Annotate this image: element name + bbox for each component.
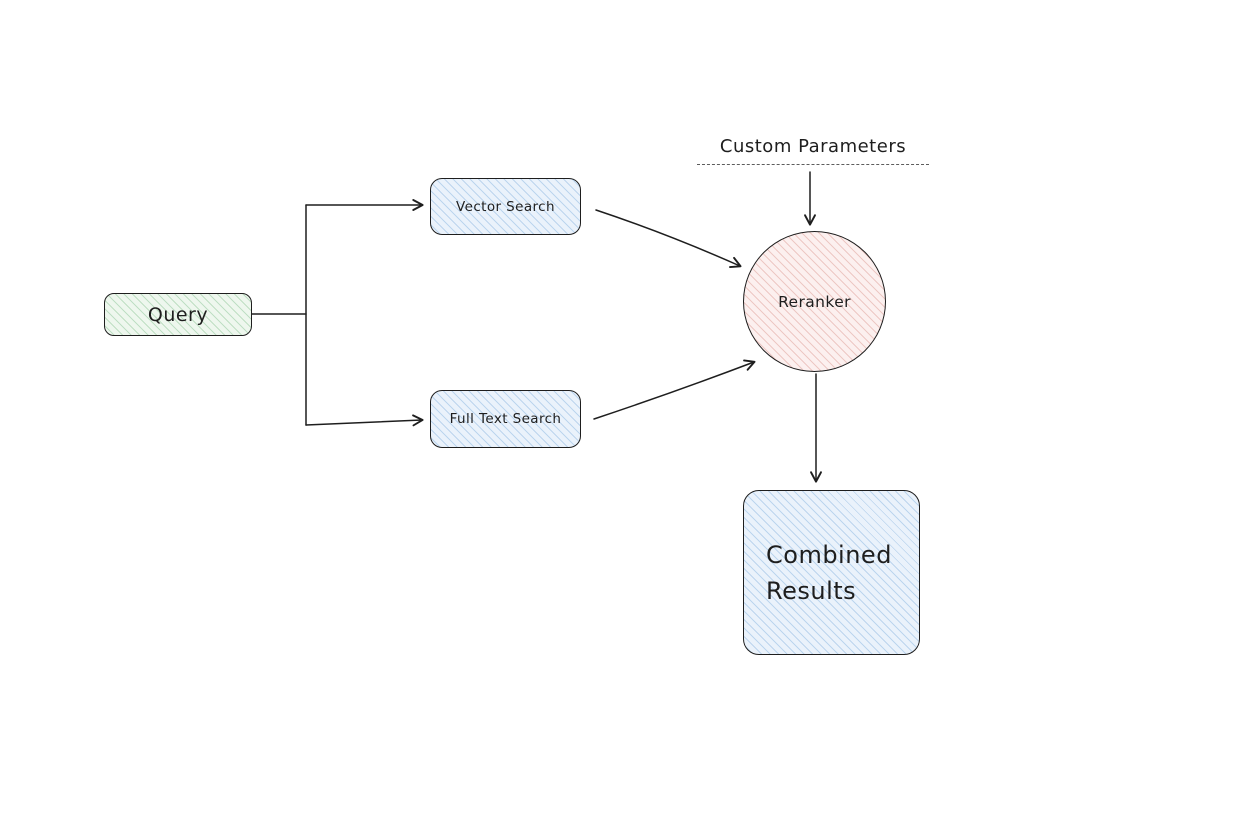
arrow-vector-search-to-reranker — [595, 209, 742, 268]
custom-parameters-label: Custom Parameters — [697, 136, 929, 165]
node-combined-results: Combined Results — [743, 490, 920, 655]
arrow-query-branch — [251, 204, 307, 426]
custom-parameters-text: Custom Parameters — [719, 136, 907, 157]
node-full-text-search: Full Text Search — [430, 390, 581, 448]
arrow-query-to-full-text-search — [305, 414, 424, 427]
node-vector-search-label: Vector Search — [456, 198, 555, 215]
arrow-full-text-search-to-reranker — [593, 359, 756, 420]
node-reranker: Reranker — [743, 231, 886, 372]
node-query-label: Query — [147, 303, 209, 326]
node-vector-search: Vector Search — [430, 178, 581, 235]
node-full-text-search-label: Full Text Search — [449, 411, 562, 427]
node-combined-results-label: Combined Results — [766, 540, 892, 605]
node-reranker-label: Reranker — [778, 292, 851, 311]
node-query: Query — [104, 293, 252, 336]
